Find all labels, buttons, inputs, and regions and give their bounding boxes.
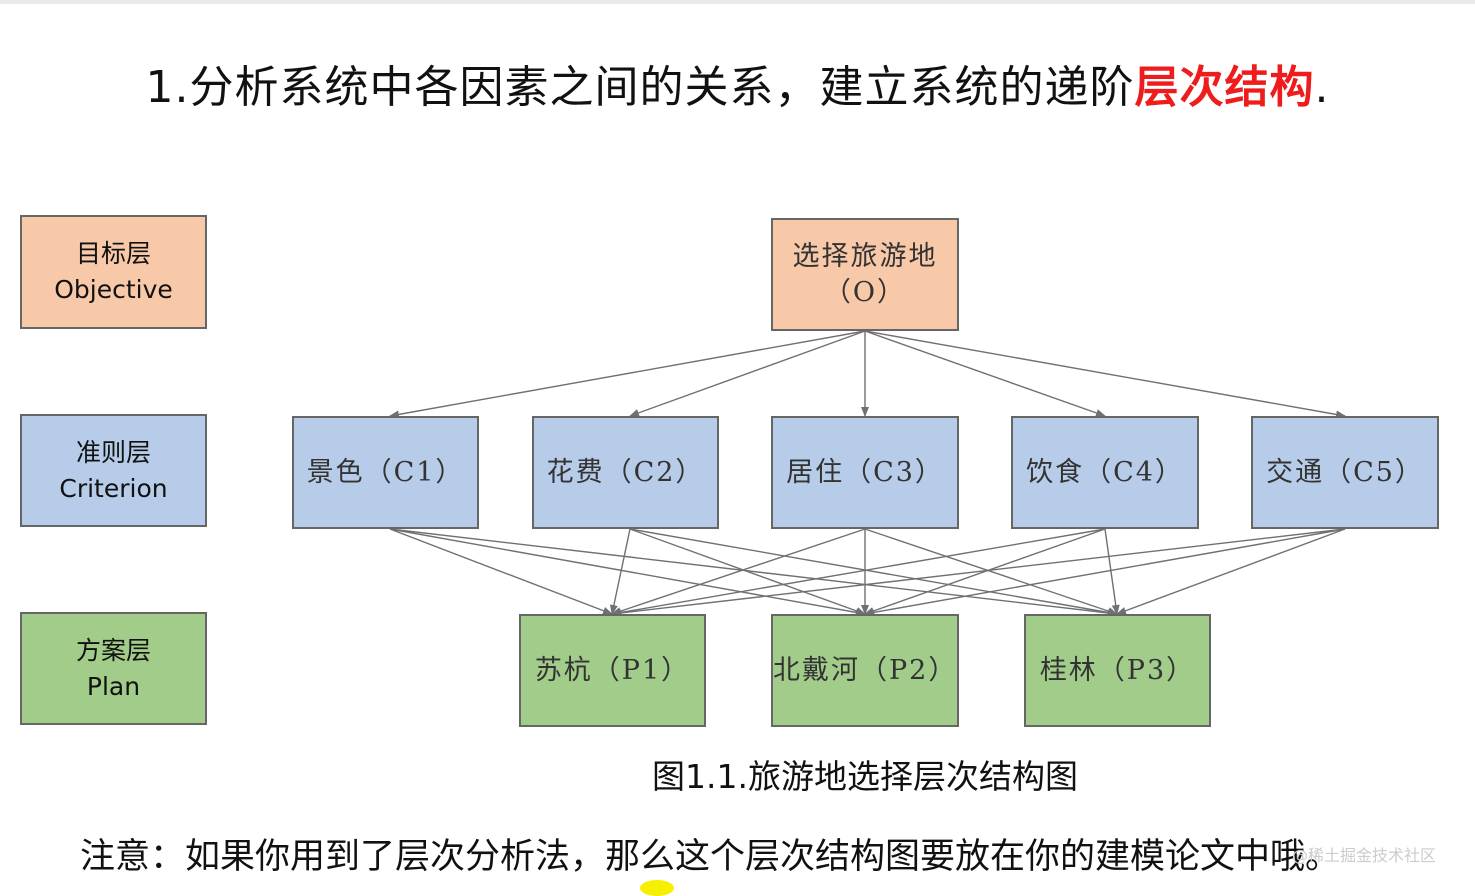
objective-layer-label: 目标层 Objective — [20, 215, 207, 329]
criterion-node-c4: 饮食（C4） — [1011, 416, 1199, 529]
plan-node-label: 北戴河（P2） — [773, 654, 958, 686]
slide-heading: 1.分析系统中各因素之间的关系，建立系统的递阶层次结构. — [0, 58, 1475, 118]
watermark: @稀土掘金技术社区 — [1292, 846, 1437, 865]
criterion-node-c3: 居住（C3） — [771, 416, 959, 529]
heading-prefix: 1.分析系统中各因素之间的关系，建立系统的递阶 — [145, 62, 1135, 113]
top-bar — [0, 0, 1475, 4]
connector-goal-to-c1 — [389, 330, 866, 419]
connector-goal-to-c4 — [864, 330, 1106, 417]
cursor-highlight — [640, 880, 674, 896]
connector-c1-to-p3 — [389, 528, 1118, 617]
connector-c5-to-p3 — [1116, 528, 1346, 615]
objective-layer-cn: 目标层 — [75, 239, 151, 268]
heading-suffix: . — [1314, 62, 1330, 113]
plan-node-label: 桂林（P3） — [1039, 654, 1196, 686]
objective-layer-en: Objective — [54, 275, 173, 304]
plan-node-p3: 桂林（P3） — [1024, 614, 1211, 727]
connector-c4-to-p2 — [864, 528, 1106, 615]
connector-c4-to-p1 — [611, 528, 1106, 617]
connector-c2-to-p1 — [609, 528, 631, 615]
criterion-node-label: 交通（C5） — [1266, 456, 1424, 488]
criterion-node-label: 居住（C3） — [786, 456, 944, 488]
criterion-node-c1: 景色（C1） — [292, 416, 479, 529]
connector-c5-to-p2 — [864, 528, 1346, 617]
heading-emphasis: 层次结构 — [1134, 62, 1315, 113]
connector-c2-to-p3 — [629, 528, 1118, 617]
connector-c4-to-p3 — [1104, 528, 1120, 615]
criterion-node-label: 饮食（C4） — [1026, 456, 1184, 488]
plan-layer-cn: 方案层 — [75, 635, 151, 665]
connector-c1-to-p2 — [389, 528, 866, 617]
criterion-node-c5: 交通（C5） — [1251, 416, 1439, 529]
plan-node-p1: 苏杭（P1） — [519, 614, 706, 727]
criterion-node-label: 景色（C1） — [306, 456, 465, 488]
goal-node: 选择旅游地 （O） — [771, 218, 959, 331]
criterion-layer-en: Criterion — [59, 473, 168, 503]
plan-node-p2: 北戴河（P2） — [771, 614, 959, 727]
plan-layer-en: Plan — [86, 671, 141, 701]
figure-caption: 图1.1.旅游地选择层次结构图 — [652, 757, 1078, 796]
criterion-node-c2: 花费（C2） — [532, 416, 719, 529]
connector-c5-to-p1 — [611, 528, 1346, 617]
connector-goal-to-c5 — [864, 330, 1346, 419]
connector-goal-to-c2 — [629, 330, 866, 417]
connector-c3-to-p3 — [864, 528, 1118, 615]
goal-node-title: 选择旅游地 — [792, 240, 938, 272]
goal-node-code: （O） — [823, 276, 907, 308]
plan-layer-label: 方案层 Plan — [20, 612, 207, 725]
connector-c3-to-p1 — [611, 528, 866, 615]
plan-node-label: 苏杭（P1） — [534, 654, 691, 686]
note-text: 注意：如果你用到了层次分析法，那么这个层次结构图要放在你的建模论文中哦。 — [80, 837, 1341, 877]
criterion-layer-label: 准则层 Criterion — [20, 414, 207, 527]
criterion-layer-cn: 准则层 — [75, 437, 151, 467]
connector-c1-to-p1 — [389, 528, 613, 615]
connector-c2-to-p2 — [629, 528, 866, 615]
criterion-node-label: 花费（C2） — [546, 456, 705, 488]
